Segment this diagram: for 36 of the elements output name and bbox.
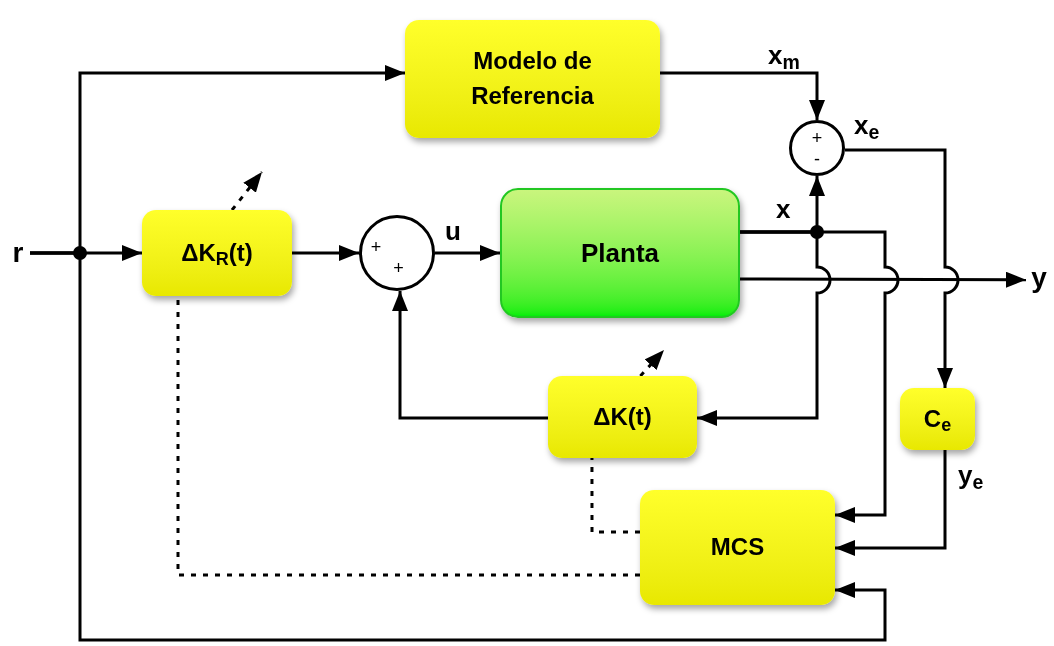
gain-block	[548, 376, 697, 458]
arrow	[835, 450, 947, 556]
arrow	[435, 245, 500, 261]
arrow	[292, 245, 359, 261]
summing-junction	[789, 120, 845, 176]
node-label: ΔK$_{R}$(t)	[181, 237, 253, 271]
signal-label: u	[445, 218, 461, 244]
process-box	[640, 490, 835, 605]
signal-label: y$_{e}$	[958, 462, 984, 488]
sign-label: +	[811, 129, 823, 147]
signal-label: x	[776, 196, 791, 222]
node-label: C$_{e}$	[923, 403, 952, 437]
arrow	[392, 291, 548, 420]
node-label: y	[1031, 264, 1047, 292]
sign-label: +	[393, 259, 404, 278]
arrow	[30, 251, 887, 642]
arrow	[845, 148, 960, 388]
gain-block	[142, 210, 292, 296]
node-label: r	[12, 239, 24, 267]
signal-label: x$_{e}$	[854, 112, 880, 138]
arrow	[740, 271, 1026, 288]
dashed-connector	[590, 458, 640, 534]
arrow	[740, 230, 900, 523]
dashed-connector	[639, 349, 666, 377]
arrow	[660, 71, 825, 120]
dashed-connector	[230, 171, 264, 211]
process-box	[900, 388, 975, 450]
sign-label: -	[814, 150, 820, 168]
node-label: Modelo de Referencia	[470, 46, 595, 111]
sign-label: +	[370, 238, 382, 257]
process-box	[405, 20, 660, 138]
node-label: MCS	[710, 532, 765, 563]
plant-box	[500, 188, 740, 318]
node-label: ΔK(t)	[593, 401, 652, 432]
node-label: Planta	[581, 236, 659, 270]
signal-label: x$_{m}$	[768, 42, 800, 68]
